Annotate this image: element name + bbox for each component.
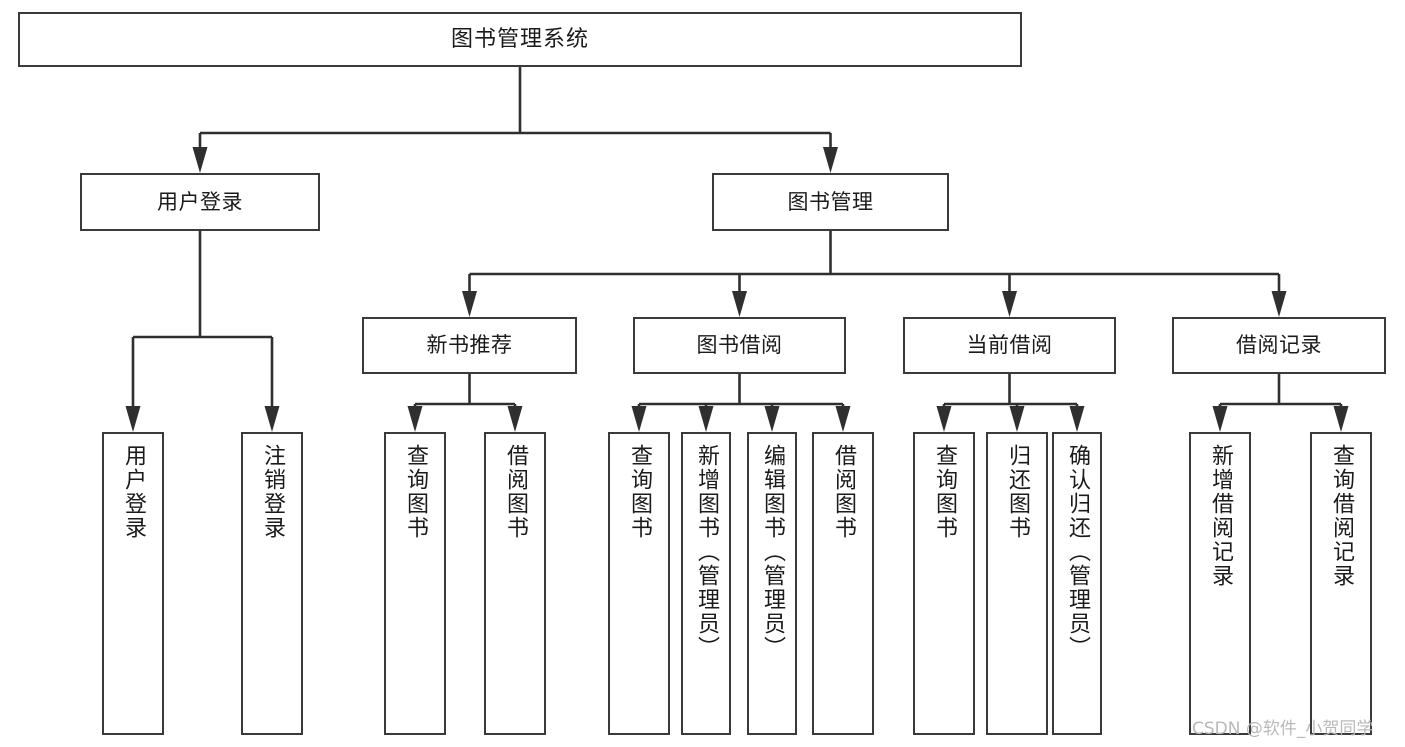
node-leaf_logout[interactable]: 注销登录 — [241, 432, 303, 735]
node-leaf_borrow_book2[interactable]: 借阅图书 — [812, 432, 874, 735]
node-label-leaf_query_book3: 查询图书 — [931, 444, 957, 540]
arrowhead-current_borrow — [1002, 291, 1017, 317]
arrowhead-borrow_record — [1271, 291, 1287, 317]
node-label-leaf_query_book1: 查询图书 — [402, 444, 428, 540]
node-leaf_confirm_ret[interactable]: 确认归还（管理员） — [1052, 432, 1102, 735]
csdn-watermark: CSDN @软件_小贺同学 — [1192, 719, 1374, 739]
arrowhead-leaf_query_book2 — [631, 406, 647, 432]
node-label-book_mgmt: 图书管理 — [787, 189, 874, 214]
arrowhead-leaf_confirm_ret — [1069, 406, 1085, 432]
node-label-leaf_borrow_book2: 借阅图书 — [830, 444, 856, 540]
node-leaf_edit_book[interactable]: 编辑图书（管理员） — [747, 432, 797, 735]
node-label-leaf_logout: 注销登录 — [259, 444, 285, 540]
node-current_borrow[interactable]: 当前借阅 — [903, 317, 1116, 374]
node-leaf_add_book[interactable]: 新增图书（管理员） — [681, 432, 731, 735]
arrowhead-user_login — [192, 147, 208, 173]
arrowhead-leaf_add_record — [1212, 406, 1228, 432]
arrowhead-leaf_borrow_book1 — [507, 406, 523, 432]
node-user_login[interactable]: 用户登录 — [80, 173, 320, 231]
node-book_borrow[interactable]: 图书借阅 — [633, 317, 846, 374]
node-label-leaf_add_book: 新增图书（管理员） — [693, 444, 719, 660]
node-leaf_user_login[interactable]: 用户登录 — [102, 432, 164, 735]
node-root[interactable]: 图书管理系统 — [18, 12, 1022, 67]
node-book_mgmt[interactable]: 图书管理 — [712, 173, 949, 231]
node-label-leaf_add_record: 新增借阅记录 — [1207, 444, 1233, 588]
node-leaf_borrow_book1[interactable]: 借阅图书 — [484, 432, 546, 735]
node-leaf_return_book[interactable]: 归还图书 — [986, 432, 1048, 735]
node-label-user_login: 用户登录 — [157, 189, 243, 214]
arrowhead-book_borrow — [732, 291, 747, 317]
node-leaf_add_record[interactable]: 新增借阅记录 — [1189, 432, 1251, 735]
arrowhead-leaf_edit_book — [764, 406, 780, 432]
node-borrow_record[interactable]: 借阅记录 — [1172, 317, 1386, 374]
node-label-leaf_confirm_ret: 确认归还（管理员） — [1064, 444, 1090, 660]
node-label-leaf_return_book: 归还图书 — [1004, 444, 1030, 540]
node-label-root: 图书管理系统 — [450, 26, 589, 52]
node-label-new_book_rec: 新书推荐 — [426, 333, 513, 358]
node-label-current_borrow: 当前借阅 — [966, 333, 1053, 358]
arrowhead-leaf_return_book — [1009, 406, 1025, 432]
node-label-borrow_record: 借阅记录 — [1236, 333, 1322, 358]
arrowhead-leaf_borrow_book2 — [835, 406, 851, 432]
arrowhead-leaf_user_login — [125, 406, 141, 432]
node-label-leaf_edit_book: 编辑图书（管理员） — [759, 444, 785, 660]
arrowhead-new_book_rec — [462, 291, 477, 317]
arrowhead-leaf_add_book — [698, 406, 714, 432]
node-label-leaf_borrow_book1: 借阅图书 — [502, 444, 528, 540]
node-label-leaf_user_login: 用户登录 — [120, 444, 146, 540]
node-label-book_borrow: 图书借阅 — [696, 333, 783, 358]
node-leaf_query_book3[interactable]: 查询图书 — [913, 432, 975, 735]
node-new_book_rec[interactable]: 新书推荐 — [362, 317, 577, 374]
node-leaf_query_record[interactable]: 查询借阅记录 — [1310, 432, 1372, 735]
arrowhead-leaf_query_record — [1333, 406, 1349, 432]
arrowhead-leaf_logout — [264, 406, 280, 432]
node-label-leaf_query_book2: 查询图书 — [626, 444, 652, 540]
node-leaf_query_book1[interactable]: 查询图书 — [384, 432, 446, 735]
arrowhead-book_mgmt — [823, 147, 838, 173]
node-leaf_query_book2[interactable]: 查询图书 — [608, 432, 670, 735]
arrowhead-leaf_query_book3 — [936, 406, 952, 432]
node-label-leaf_query_record: 查询借阅记录 — [1328, 444, 1354, 588]
arrowhead-leaf_query_book1 — [407, 406, 423, 432]
